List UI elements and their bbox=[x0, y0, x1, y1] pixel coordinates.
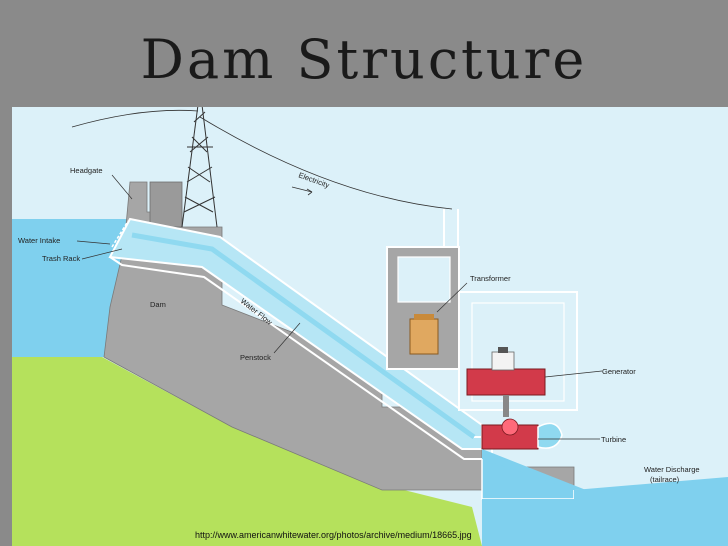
dam-diagram: Headgate Electricity Water Intake Trash … bbox=[12, 107, 728, 546]
source-url[interactable]: http://www.americanwhitewater.org/photos… bbox=[195, 530, 472, 540]
ground bbox=[12, 357, 482, 546]
label-water-discharge: Water Discharge bbox=[644, 465, 700, 474]
generator bbox=[466, 368, 546, 396]
penstock-pipe bbox=[108, 217, 483, 450]
headgate-tower bbox=[149, 181, 183, 228]
label-generator: Generator bbox=[602, 367, 636, 376]
label-penstock: Penstock bbox=[240, 353, 271, 362]
transformer bbox=[409, 318, 439, 355]
label-water-intake: Water Intake bbox=[18, 236, 60, 245]
label-headgate: Headgate bbox=[70, 166, 103, 175]
slide-title: Dam Structure bbox=[140, 28, 588, 91]
label-dam: Dam bbox=[150, 300, 166, 309]
transmission-tower-icon bbox=[181, 107, 218, 228]
label-tailrace: (tailrace) bbox=[650, 475, 680, 484]
label-turbine: Turbine bbox=[601, 435, 626, 444]
reservoir-water bbox=[12, 219, 130, 357]
label-transformer: Transformer bbox=[470, 274, 511, 283]
power-line bbox=[199, 116, 453, 210]
label-trash-rack: Trash Rack bbox=[42, 254, 80, 263]
